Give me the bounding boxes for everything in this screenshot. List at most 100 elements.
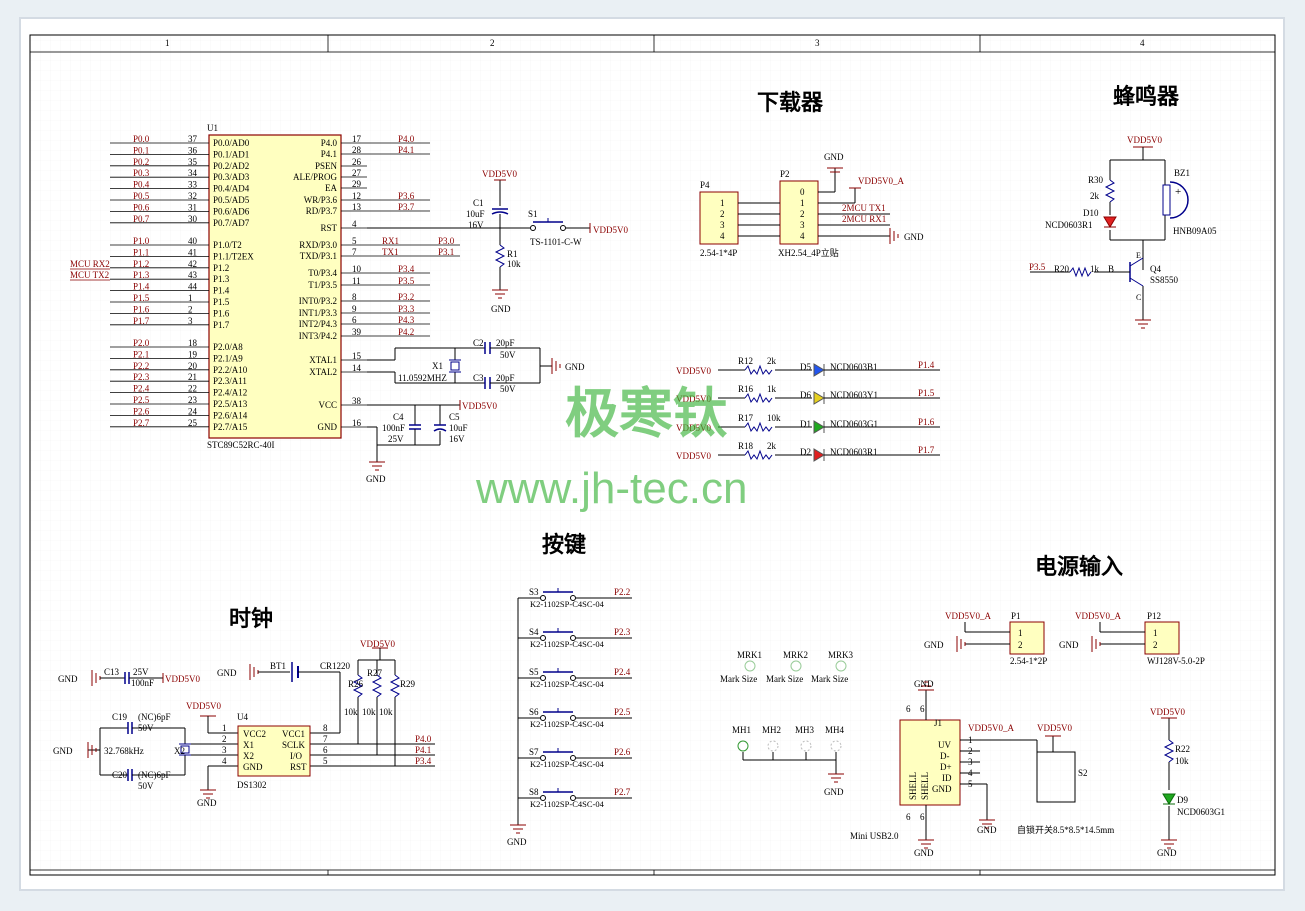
s1-part: TS-1101-C-W: [530, 237, 582, 247]
pin-name: P1.1/T2EX: [213, 251, 254, 261]
p12-pin: 2: [1153, 640, 1158, 650]
key-part: K2-1102SP-C4SC-04: [530, 799, 605, 809]
p1-vdd-label: VDD5V0_A: [945, 611, 991, 621]
c5-value: 10uF: [449, 423, 468, 433]
pin-name: P2.3/A11: [213, 376, 247, 386]
pin-number: 40: [188, 236, 198, 246]
net-label: P2.2: [133, 361, 149, 371]
c3-value: 20pF: [496, 373, 515, 383]
key-net-label: P2.5: [614, 707, 631, 717]
j1-pin-name: D+: [940, 762, 952, 772]
net-label: P1.3: [133, 270, 150, 280]
c2-value: 20pF: [496, 338, 515, 348]
mark-label: Mark Size: [766, 674, 803, 684]
net-label: P2.0: [133, 338, 150, 348]
pin-name: P1.4: [213, 286, 230, 296]
key-net-label: P2.6: [614, 747, 631, 757]
net-label: P1.7: [133, 316, 150, 326]
pin-number: 13: [352, 202, 362, 212]
clock-net-p41: P4.1: [415, 745, 431, 755]
pin-name: ALE/PROG: [293, 172, 338, 182]
d10-ref: D10: [1083, 208, 1099, 218]
pin-name: P0.5/AD5: [213, 195, 250, 205]
q4-collector-label: C: [1136, 293, 1141, 302]
column-label: 4: [1140, 38, 1145, 48]
net-label: P1.4: [133, 282, 150, 292]
led-resistor-value: 10k: [767, 413, 781, 423]
x1-ref: X1: [432, 361, 443, 371]
pin-number: 17: [352, 134, 362, 144]
pin-number: 25: [188, 418, 198, 428]
s2-part: 自锁开关8.5*8.5*14.5mm: [1017, 824, 1114, 835]
j1-shell-pin: 6: [906, 704, 911, 714]
pin-name: P1.2: [213, 263, 229, 273]
j1-pin-name: ID: [942, 773, 952, 783]
u4-pin-num: 3: [222, 745, 227, 755]
led-resistor-ref: R12: [738, 356, 753, 366]
led-part: NCD0603B1: [830, 362, 878, 372]
c3-ref: C3: [473, 373, 484, 383]
mh-ref: MH2: [762, 725, 781, 735]
pwr-led-gnd-label: GND: [1157, 848, 1177, 858]
pin-number: 32: [188, 191, 197, 201]
r29-value: 10k: [379, 707, 393, 717]
pin-number: 20: [188, 361, 198, 371]
pin-name: P0.4/AD4: [213, 184, 250, 194]
download-rx-label: 2MCU RX1: [842, 214, 886, 224]
led-ref: D5: [800, 362, 811, 372]
pin-number: 38: [352, 396, 362, 406]
pin-name: P1.7: [213, 320, 230, 330]
j1-shell-pin: 6: [920, 704, 925, 714]
led-net-label: P1.7: [918, 445, 935, 455]
u4-ref: U4: [237, 712, 248, 722]
led-vdd-label: VDD5V0: [676, 423, 711, 433]
p12-part: WJ128V-5.0-2P: [1147, 656, 1205, 666]
mh-gnd-label: GND: [824, 787, 844, 797]
pin-number: 2: [188, 304, 193, 314]
net-label: P3.3: [398, 304, 415, 314]
c13-value: 100nF: [131, 678, 154, 688]
net-alias: TX1: [382, 247, 399, 257]
c2-voltage: 50V: [500, 350, 516, 360]
pin-number: 9: [352, 304, 357, 314]
mark-ref: MRK2: [783, 650, 808, 660]
clock-vdd2-label: VDD5V0: [360, 639, 395, 649]
buzzer-vdd-label: VDD5V0: [1127, 135, 1162, 145]
fiducial-icon: [790, 660, 802, 672]
pin-number: 31: [188, 202, 197, 212]
mounting-hole-icon: [800, 740, 812, 752]
mcu-ref: U1: [207, 123, 218, 133]
c2-ref: C2: [473, 338, 484, 348]
mark-ref: MRK1: [737, 650, 762, 660]
pin-name: P0.6/AD6: [213, 206, 250, 216]
led-resistor-value: 1k: [767, 384, 777, 394]
s2-vdd-label: VDD5V0: [1037, 723, 1072, 733]
fiducial-icon: [744, 660, 756, 672]
key-ref: S5: [529, 667, 539, 677]
pin-name: P2.6/A14: [213, 410, 248, 420]
net-label: P1.0: [133, 236, 150, 246]
q4-base-label: B: [1108, 264, 1114, 274]
led-part: NCD0603R1: [830, 447, 878, 457]
s1-vdd-label: VDD5V0: [593, 225, 628, 235]
net-label-mcu-rx2: MCU RX2: [70, 259, 110, 269]
key-part: K2-1102SP-C4SC-04: [530, 759, 605, 769]
net-label: P0.3: [133, 168, 150, 178]
column-label: 2: [490, 38, 495, 48]
key-part: K2-1102SP-C4SC-04: [530, 599, 605, 609]
pin-number: 22: [188, 384, 197, 394]
pin-number: 15: [352, 351, 362, 361]
led-icon: [813, 448, 825, 462]
pin-name: TXD/P3.1: [300, 251, 337, 261]
pin-number: 18: [188, 338, 198, 348]
key-ref: S6: [529, 707, 539, 717]
led-ref: D6: [800, 390, 811, 400]
pin-number: 30: [188, 214, 198, 224]
p4-part: 2.54-1*4P: [700, 248, 737, 258]
clock-net-p40: P4.0: [415, 734, 432, 744]
